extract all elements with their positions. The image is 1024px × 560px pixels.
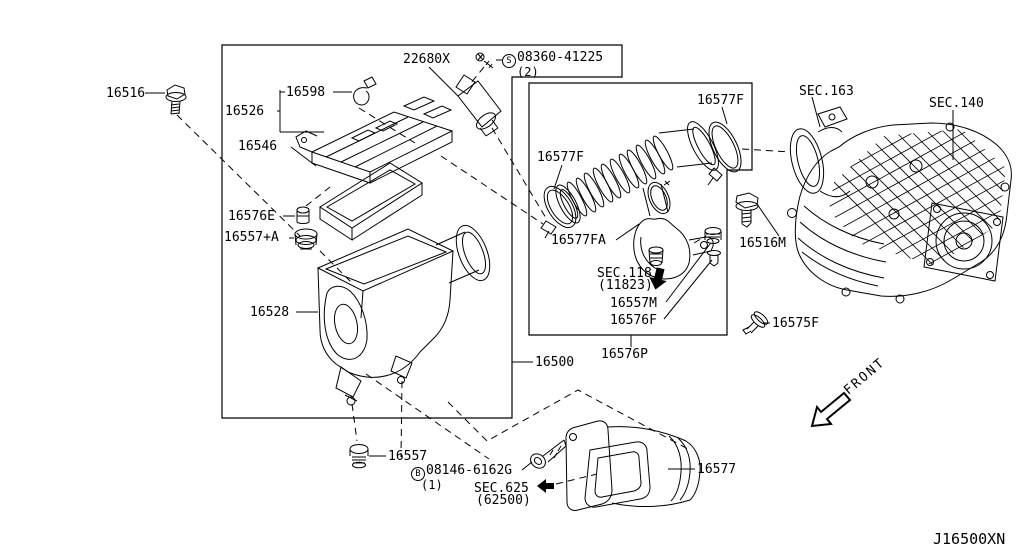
grommet-16576E [296, 206, 310, 224]
air-duct-hose-16576P [555, 121, 719, 224]
part-label-16557M: 16557M [610, 296, 657, 311]
mounting-rubber-16557A [294, 228, 318, 250]
clip-16576F [707, 250, 721, 267]
air-duct-inlet-16577 [565, 420, 701, 511]
section-label-sec625: SEC.625 [474, 481, 529, 496]
screw-08360-icon [475, 52, 494, 69]
air-duct-assembly-box [528, 82, 753, 336]
throttle-body [923, 202, 1004, 282]
sec625-arrow-icon [537, 479, 554, 493]
air-filter-element-16546 [319, 162, 423, 241]
part-label-16557A: 16557+A [224, 230, 279, 245]
hose-clamp-16577F-right [707, 121, 742, 186]
part-label-16576E: 16576E [228, 209, 275, 224]
part-label-16576F: 16576F [610, 313, 657, 328]
part-label-16516: 16516 [106, 86, 146, 101]
s-badge-icon: S [502, 54, 516, 68]
part-label-16577FA: 16577FA [551, 233, 606, 248]
hose-clamp-small [647, 180, 671, 215]
section-ref-11823: (11823) [598, 278, 653, 293]
air-duct-resonator-16577FA [633, 183, 714, 280]
sec118-arrow-icon [649, 267, 667, 290]
mounting-rubber-16557 [349, 444, 369, 469]
screw-08146-icon [530, 439, 567, 469]
part-label-16577F-left: 16577F [537, 150, 584, 165]
section-ref-62500: (62500) [476, 493, 531, 508]
mass-air-flow-sensor-22680X [455, 74, 502, 137]
air-cleaner-cover-16526 [295, 96, 454, 184]
hose-clamp-16577F-left [540, 185, 577, 239]
part-label-16575F: 16575F [772, 316, 819, 331]
bolt-16516M [735, 192, 759, 228]
clip-16575F [742, 311, 769, 335]
part-label-16526: 16526 [225, 104, 265, 119]
figure-code: J16500XN [933, 530, 1006, 548]
b-badge-icon: B [411, 467, 425, 481]
part-label-16577: 16577 [697, 462, 737, 477]
part-label-16516M: 16516M [739, 236, 786, 251]
front-arrow-icon [810, 391, 852, 428]
part-qty-08146: (1) [421, 478, 443, 492]
part-label-16528: 16528 [250, 305, 290, 320]
bolt-16516 [165, 84, 187, 115]
air-cleaner-case-16528 [316, 224, 491, 406]
part-label-16500: 16500 [535, 355, 575, 370]
part-label-22680X: 22680X [403, 52, 450, 67]
air-cleaner-assembly-box [221, 44, 623, 419]
part-qty-08360: (2) [517, 65, 539, 79]
section-label-sec163: SEC.163 [799, 84, 854, 99]
clip-16598 [353, 76, 377, 106]
part-label-16557: 16557 [388, 449, 428, 464]
part-label-16546: 16546 [238, 139, 278, 154]
inlet-snout-sec163 [789, 128, 825, 194]
grommet-16557M [704, 227, 722, 244]
part-label-16598: 16598 [286, 85, 326, 100]
section-label-sec140: SEC.140 [929, 96, 984, 111]
part-label-16576P: 16576P [601, 347, 648, 362]
section-label-sec118: SEC.118 [597, 266, 652, 281]
part-label-16577F-right: 16577F [697, 93, 744, 108]
